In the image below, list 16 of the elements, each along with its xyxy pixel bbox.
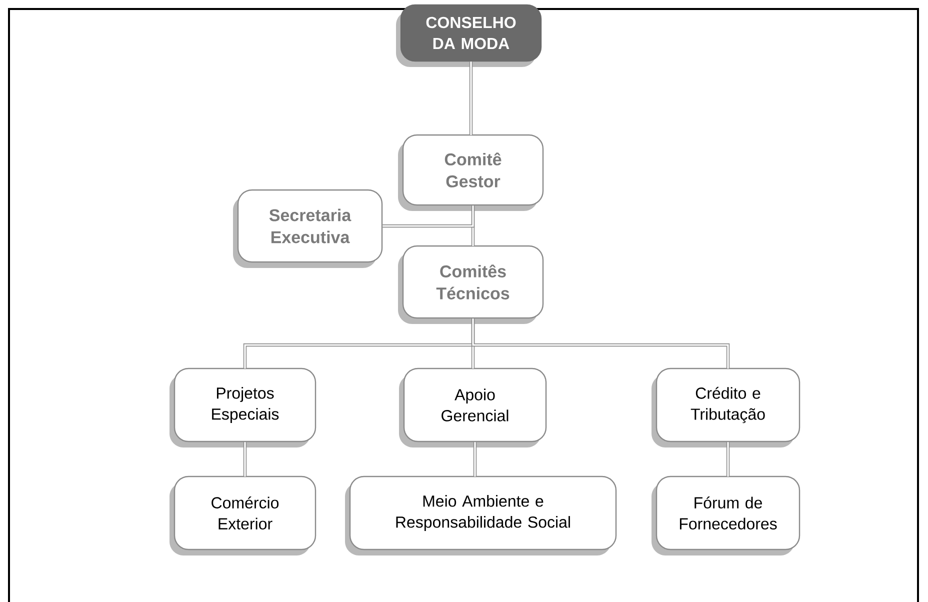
connector-line xyxy=(471,318,730,368)
connector-line xyxy=(726,442,730,476)
org-box: Fórum de Fornecedores xyxy=(652,476,800,556)
org-box: Projetos Especiais xyxy=(170,368,316,448)
org-box: CONSELHO DA MODA xyxy=(396,4,542,67)
org-box: Crédito e Tributação xyxy=(652,368,800,448)
org-box: Secretaria Executiva xyxy=(233,189,383,268)
connector-line xyxy=(243,442,247,476)
org-box: Comércio Exterior xyxy=(170,476,316,556)
org-box: Meio Ambiente e Responsabilidade Social xyxy=(345,476,617,556)
connector-line xyxy=(382,206,475,228)
org-box: Apoio Gerencial xyxy=(399,368,547,448)
org-box: Comitê Gestor xyxy=(398,134,544,211)
org-box: Comitês Técnicos xyxy=(398,245,544,324)
connector-line xyxy=(469,62,473,135)
connector-line xyxy=(473,442,477,476)
